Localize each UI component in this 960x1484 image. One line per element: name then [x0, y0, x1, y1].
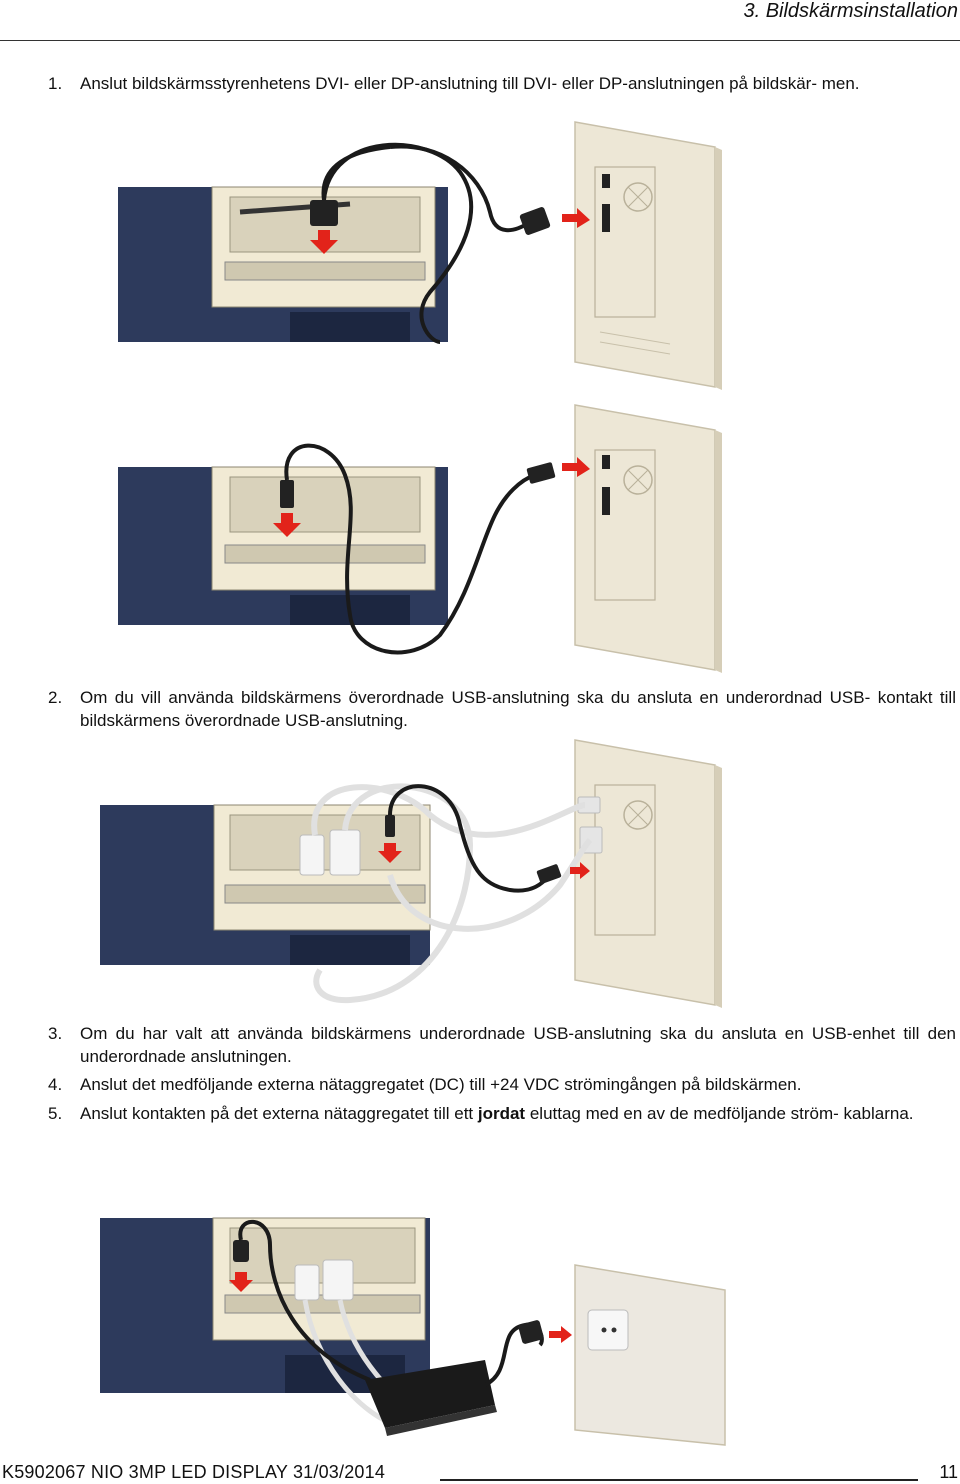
arrow-down	[229, 1272, 253, 1292]
pc-case	[574, 121, 716, 388]
page-header: 3. Bildskärmsinstallation	[0, 0, 960, 41]
illustration-dvi-connection	[118, 121, 722, 390]
step-text: Anslut kontakten på det externa nätaggre…	[80, 1104, 914, 1123]
step-4: 4. Anslut det medföljande externa nätagg…	[48, 1073, 956, 1096]
pc-case	[574, 404, 716, 671]
dc-plug	[233, 1240, 249, 1262]
step-text: Om du vill använda bildskärmens överordn…	[80, 688, 956, 730]
step-3: 3. Om du har valt att använda bildskärme…	[48, 1022, 956, 1068]
power-adapter	[365, 1360, 495, 1428]
step-1: 1. Anslut bildskärmsstyrenhetens DVI- el…	[48, 72, 956, 118]
step-text: Anslut det medföljande externa nätaggreg…	[80, 1075, 802, 1094]
arrow-right	[562, 457, 590, 477]
step-text: Anslut bildskärmsstyrenhetens DVI- eller…	[80, 74, 860, 93]
page-footer: K5902067 NIO 3MP LED DISPLAY 31/03/2014 …	[0, 1456, 960, 1484]
wall-outlet	[587, 1309, 629, 1351]
step-number: 1.	[48, 74, 63, 93]
arrow-right	[562, 208, 590, 228]
arrow-right	[549, 1326, 572, 1343]
emphasis-jordat: jordat	[477, 1104, 526, 1123]
step-5: 5. Anslut kontakten på det externa nätag…	[48, 1102, 956, 1148]
step-number: 3.	[48, 1024, 63, 1043]
step-number: 2.	[48, 688, 63, 707]
document-id: K5902067 NIO 3MP LED DISPLAY 31/03/2014	[2, 1462, 386, 1482]
footer-rule	[440, 1479, 918, 1481]
arrow-down	[378, 843, 402, 863]
wall	[574, 1264, 726, 1446]
arrow-right	[570, 862, 590, 879]
step-text: Om du har valt att använda bildskärmens …	[80, 1024, 956, 1066]
step-number: 4.	[48, 1075, 63, 1094]
illustration-dp-connection	[118, 404, 722, 673]
arrow-down	[273, 513, 301, 537]
usb-plug	[385, 815, 395, 837]
illustration-power-connection	[100, 1217, 726, 1446]
page-number: 11	[939, 1462, 958, 1482]
pc-case	[574, 739, 716, 1006]
arrow-down	[310, 230, 338, 254]
dvi-plug	[310, 200, 338, 226]
section-title: 3. Bildskärmsinstallation	[743, 0, 958, 22]
step-2: 2. Om du vill använda bildskärmens övero…	[48, 686, 956, 732]
step-number: 5.	[48, 1104, 63, 1123]
illustration-usb-upstream	[100, 739, 722, 1008]
dp-plug	[280, 480, 294, 508]
